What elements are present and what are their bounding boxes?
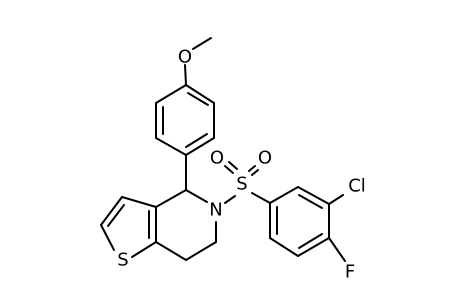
bond-ring2-b-inner bbox=[298, 194, 323, 209]
bond-c2-s bbox=[100, 224, 115, 251]
bond-ring2-a bbox=[269, 186, 299, 204]
atom-labels: O O O S N Cl F S bbox=[117, 47, 366, 283]
bond-n-s bbox=[224, 195, 236, 204]
bond-c4-n bbox=[185, 189, 208, 203]
bond-ring1-a-inner bbox=[187, 92, 209, 106]
bond-s-o-right-1 bbox=[248, 165, 256, 172]
bonds bbox=[100, 37, 346, 262]
bond-ring2-d-inner bbox=[298, 233, 323, 249]
bond-ring2-d bbox=[297, 237, 330, 257]
bond-s-o-right-2 bbox=[251, 169, 259, 176]
bond-c3-c2 bbox=[100, 196, 123, 226]
atom-oxygen-methoxy: O bbox=[178, 47, 192, 68]
bond-ring2-e bbox=[269, 237, 299, 257]
bond-ring1-f bbox=[155, 84, 187, 104]
bond-s-aryl bbox=[251, 192, 271, 204]
bond-c-cl bbox=[328, 194, 344, 205]
bond-ring1-c bbox=[185, 137, 215, 156]
bond-c-f bbox=[328, 237, 346, 262]
atom-oxygen-sulfonyl-right: O bbox=[258, 148, 272, 169]
bond-s-c7a bbox=[131, 241, 157, 258]
atom-chlorine: Cl bbox=[348, 176, 366, 197]
bond-ring1-a bbox=[185, 84, 215, 104]
bond-ring2-b bbox=[297, 186, 330, 205]
bond-methyl-o bbox=[192, 37, 212, 50]
bond-c3a-c3 bbox=[121, 196, 157, 208]
bond-ring1-d bbox=[155, 137, 187, 156]
atom-sulfur-sulfonyl: S bbox=[236, 174, 247, 195]
atom-sulfur-thiophene: S bbox=[117, 250, 128, 271]
atom-oxygen-sulfonyl-left: O bbox=[210, 148, 224, 169]
atom-fluorine: F bbox=[345, 262, 355, 283]
bond-c7-c7a bbox=[155, 241, 187, 261]
bond-c6-c7 bbox=[185, 241, 217, 261]
bond-o-aryl bbox=[184, 64, 187, 86]
bond-ring1-c-inner bbox=[185, 133, 208, 148]
bond-c3a-c4 bbox=[155, 189, 187, 208]
bond-s-o-left-1 bbox=[224, 165, 234, 174]
bond-s-o-left-2 bbox=[228, 161, 238, 170]
atom-nitrogen: N bbox=[209, 200, 222, 221]
bond-c3-c2-inner bbox=[107, 204, 125, 227]
